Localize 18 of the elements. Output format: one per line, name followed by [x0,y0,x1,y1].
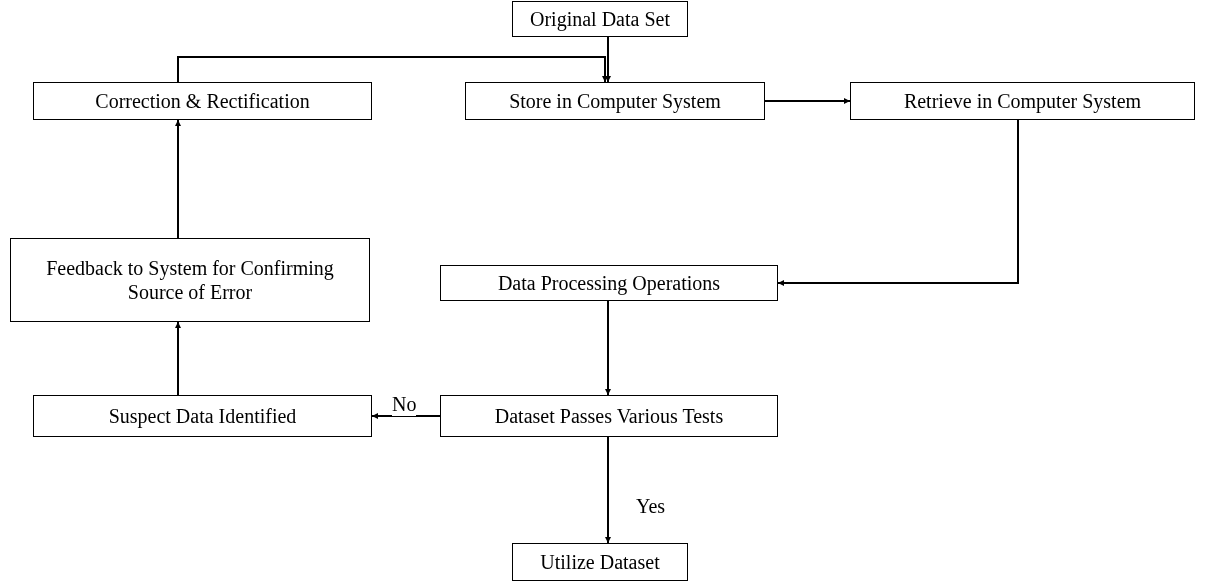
process-box: Retrieve in Computer System [850,82,1195,120]
process-box: Dataset Passes Various Tests [440,395,778,437]
process-box: Data Processing Operations [440,265,778,301]
arrow [605,436,611,544]
process-box: Original Data Set [512,1,688,37]
arrow [371,413,441,419]
arrow [764,98,851,104]
arrow [777,119,1019,286]
process-box: Utilize Dataset [512,543,688,581]
arrow [605,300,611,396]
arrow [175,321,181,396]
arrow [177,56,608,83]
process-box: Store in Computer System [465,82,765,120]
arrow [605,36,611,83]
process-box: Suspect Data Identified [33,395,372,437]
process-box: Feedback to System for Confirming Source of Error [10,238,370,322]
process-box: Correction & Rectification [33,82,372,120]
arrow [175,119,181,239]
